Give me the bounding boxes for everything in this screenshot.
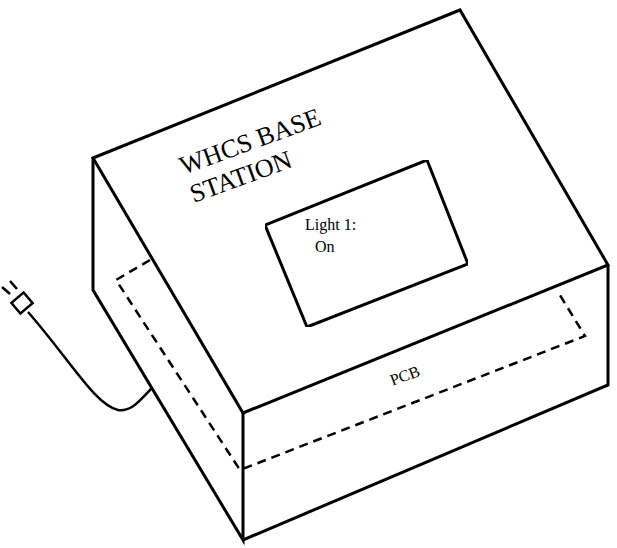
screen-outline	[265, 160, 468, 327]
power-cord	[28, 312, 152, 410]
display-screen: Light 1: On	[265, 160, 468, 327]
part-label: PCB	[374, 357, 437, 394]
power-plug	[2, 281, 33, 314]
box-top-face	[93, 10, 608, 413]
screen-text: Light 1:	[305, 216, 356, 234]
box-left-face	[93, 158, 243, 540]
screen-text: On	[315, 238, 335, 256]
